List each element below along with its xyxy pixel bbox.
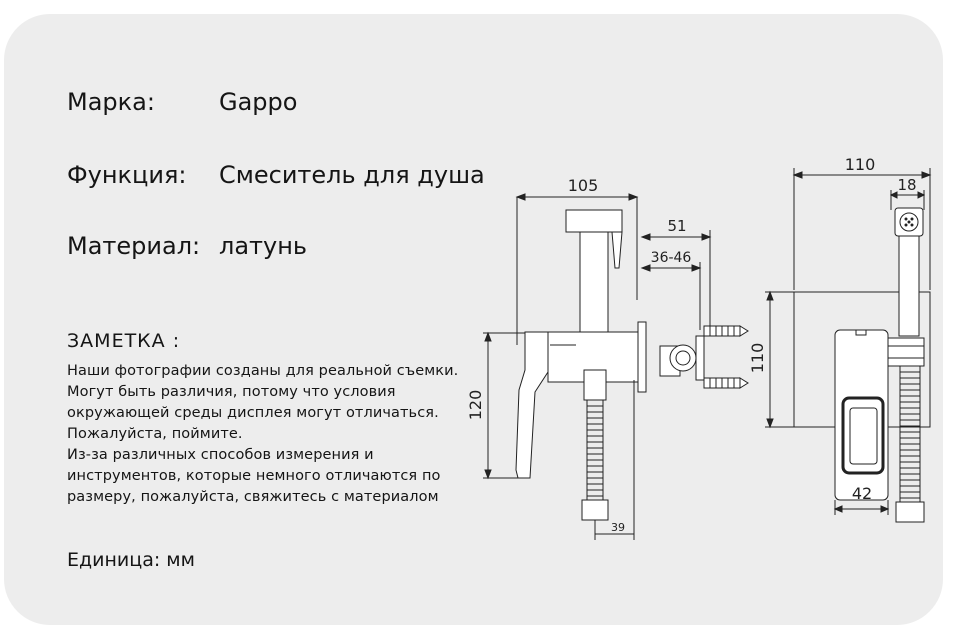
spec-label-brand: Марка: <box>67 88 155 116</box>
spec-value-function: Смеситель для душа <box>219 161 485 189</box>
dim-front-sprayer: 18 <box>897 176 916 194</box>
note-line: Могут быть различия, потому что условия <box>67 384 396 400</box>
note-line: Наши фотографии созданы для реальной съе… <box>67 363 459 379</box>
note-line: размеру, пожалуйста, свяжитесь с материа… <box>67 489 439 505</box>
note-line: инструментов, которые немного отличаются… <box>67 468 441 484</box>
screw-icon <box>703 325 749 337</box>
front-view: 110 18 110 <box>748 155 932 523</box>
side-view: 105 51 36-46 120 <box>466 176 749 540</box>
dim-front-body: 42 <box>852 484 872 503</box>
note-line: Из-за различных способов измерения и <box>67 447 374 463</box>
dim-side-height: 120 <box>466 390 485 421</box>
dim-side-width: 105 <box>568 176 599 195</box>
dim-front-height: 110 <box>748 343 767 374</box>
spec-value-brand: Gappo <box>219 88 298 116</box>
note-line: окружающей среды дисплея могут отличатьс… <box>67 405 439 421</box>
note-title: ЗАМЕТКА : <box>67 330 181 352</box>
dim-side-outlet: 51 <box>667 217 686 235</box>
spec-label-function: Функция: <box>67 161 187 189</box>
screw-icon <box>703 377 749 389</box>
note-line: Пожалуйста, поймите. <box>67 426 243 442</box>
dim-side-hose: 39 <box>611 521 625 534</box>
spec-label-material: Материал: <box>67 232 201 260</box>
background-card <box>4 14 943 625</box>
unit-label: Единица: мм <box>67 549 195 571</box>
dim-front-width: 110 <box>845 155 876 174</box>
spec-value-material: латунь <box>219 232 308 260</box>
dim-side-wall: 36-46 <box>651 250 692 266</box>
